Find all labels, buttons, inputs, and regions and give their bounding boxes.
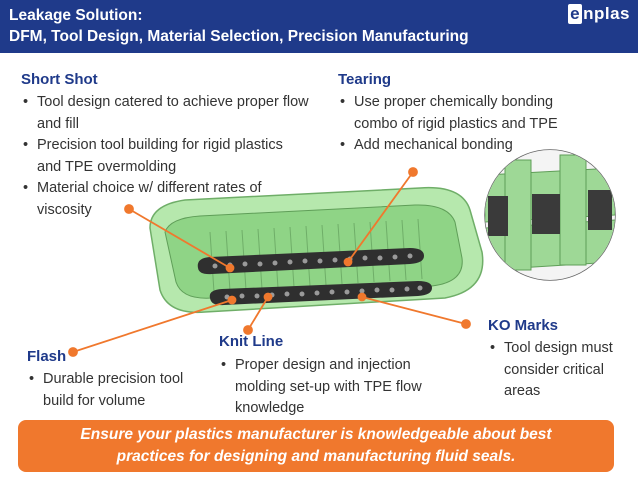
ko-marks-list: Tool design must consider critical areas	[488, 338, 618, 403]
cross-section-detail	[484, 149, 616, 281]
callout-flash	[72, 299, 233, 353]
header-bar: Leakage Solution: DFM, Tool Design, Mate…	[0, 0, 638, 53]
list-item: Add mechanical bonding	[338, 135, 598, 157]
list-item: Proper design and injection molding set-…	[219, 355, 459, 420]
molded-part	[149, 186, 484, 314]
tearing-list: Use proper chemically bonding combo of r…	[338, 92, 598, 157]
flash-title: Flash	[27, 348, 67, 365]
list-item: Use proper chemically bonding combo of r…	[338, 92, 598, 135]
list-item: Tool design catered to achieve proper fl…	[21, 92, 311, 135]
slide-title-line1: Leakage Solution:	[9, 7, 143, 24]
logo-text: nplas	[583, 4, 630, 23]
callout-ko-marks	[361, 296, 467, 325]
short-shot-title: Short Shot	[21, 71, 98, 88]
callout-tearing	[347, 171, 414, 263]
list-item: Precision tool building for rigid plasti…	[21, 135, 311, 178]
slide-title-line2: DFM, Tool Design, Material Selection, Pr…	[9, 28, 469, 45]
callout-banner: Ensure your plastics manufacturer is kno…	[18, 420, 614, 472]
logo-mark: e	[568, 4, 583, 24]
banner-line2: practices for designing and manufacturin…	[116, 448, 516, 465]
list-item: Durable precision tool build for volume	[27, 369, 212, 412]
list-item: Material choice w/ different rates of vi…	[21, 178, 311, 221]
flash-list: Durable precision tool build for volume	[27, 369, 212, 412]
list-item: Tool design must consider critical areas	[488, 338, 618, 403]
short-shot-list: Tool design catered to achieve proper fl…	[21, 92, 311, 221]
tearing-title: Tearing	[338, 71, 392, 88]
knit-line-title: Knit Line	[219, 333, 284, 350]
ko-marks-title: KO Marks	[488, 317, 559, 334]
knit-line-list: Proper design and injection molding set-…	[219, 355, 459, 420]
banner-line1: Ensure your plastics manufacturer is kno…	[80, 426, 552, 443]
callout-knit-line	[247, 296, 269, 331]
seal-strip-upper	[197, 248, 424, 275]
